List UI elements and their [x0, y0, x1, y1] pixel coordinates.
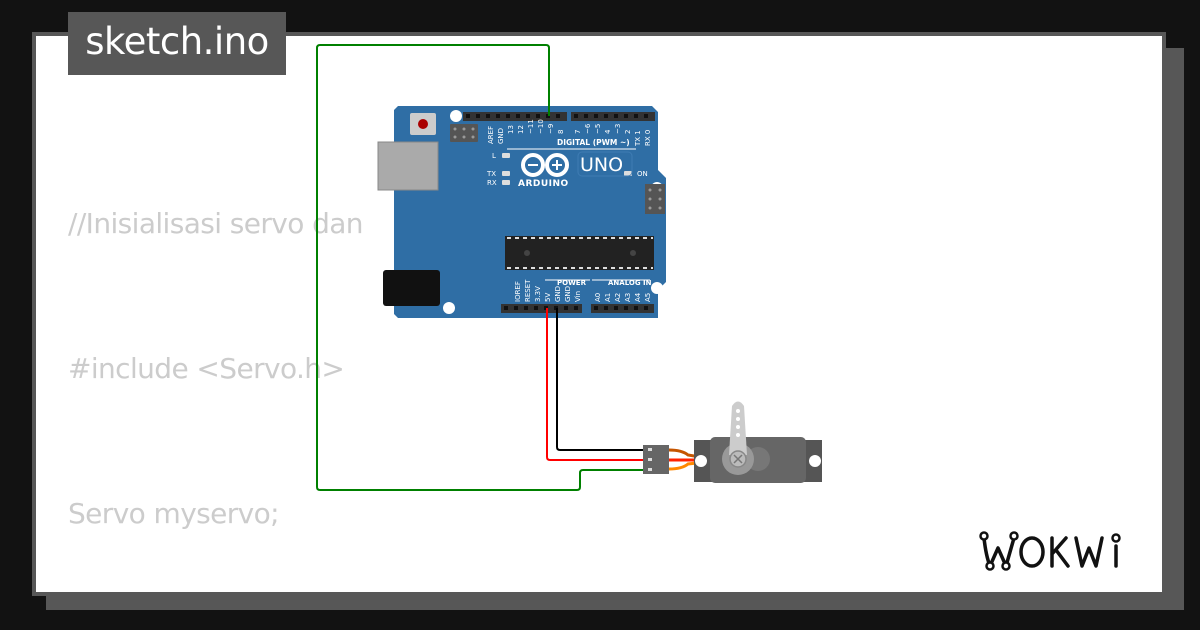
icsp-header-right	[645, 184, 665, 214]
file-name-tab[interactable]: sketch.ino	[68, 12, 286, 75]
digital-pin-labels: AREF GND 13 12 ~11 ~10 ~9 8 7 ~6 ~5 4 ~3…	[487, 119, 652, 147]
svg-text:~6: ~6	[584, 123, 592, 134]
arduino-infinity-logo	[521, 153, 569, 177]
svg-text:ON: ON	[637, 170, 648, 178]
power-jack	[383, 270, 440, 306]
arduino-uno-board[interactable]: AREF GND 13 12 ~11 ~10 ~9 8 7 ~6 ~5 4 ~3…	[377, 106, 666, 318]
power-header	[501, 304, 654, 313]
svg-text:A2: A2	[614, 293, 622, 302]
svg-text:2: 2	[624, 130, 632, 134]
code-listing: //Inisialisasi servo dan #include <Servo…	[68, 104, 748, 592]
usb-port	[377, 141, 439, 191]
svg-text:L: L	[492, 152, 496, 160]
code-line: #include <Servo.h>	[68, 352, 345, 385]
icsp-header	[450, 124, 478, 142]
svg-text:~3: ~3	[614, 124, 622, 134]
svg-text:~10: ~10	[537, 119, 545, 134]
svg-text:A0: A0	[594, 293, 602, 302]
svg-text:12: 12	[517, 125, 525, 134]
svg-text:IOREF: IOREF	[514, 281, 522, 302]
wire-ground[interactable]	[556, 308, 644, 451]
digital-header	[463, 112, 655, 121]
wokwi-logo[interactable]	[976, 526, 1152, 578]
svg-text:A5: A5	[644, 293, 652, 302]
power-label: POWER	[557, 279, 587, 287]
svg-text:AREF: AREF	[487, 126, 495, 144]
svg-text:RX: RX	[487, 179, 497, 187]
svg-text:GND: GND	[497, 128, 505, 144]
status-leds: L TX RX ON	[486, 152, 648, 187]
svg-text:7: 7	[574, 130, 582, 134]
wire-signal[interactable]	[316, 44, 644, 491]
svg-text:GND: GND	[554, 286, 562, 302]
svg-text:A1: A1	[604, 293, 612, 302]
svg-text:~9: ~9	[547, 124, 555, 134]
mounting-hole	[651, 282, 663, 294]
board-brand: ARDUINO	[518, 179, 569, 189]
svg-text:A3: A3	[624, 293, 632, 302]
svg-text:13: 13	[507, 125, 515, 134]
svg-text:RX 0: RX 0	[644, 130, 652, 146]
svg-text:GND: GND	[564, 286, 572, 302]
wire-power[interactable]	[546, 308, 644, 461]
svg-text:~11: ~11	[527, 119, 535, 134]
digital-label: DIGITAL (PWM ~)	[557, 138, 630, 147]
svg-text:A4: A4	[634, 292, 642, 302]
svg-text:Vin: Vin	[574, 291, 582, 302]
code-line: //Inisialisasi servo dan	[68, 207, 364, 241]
atmega-chip	[505, 236, 654, 270]
card-body: //Inisialisasi servo dan #include <Servo…	[36, 36, 1162, 592]
mounting-hole	[443, 302, 455, 314]
mounting-hole	[450, 110, 462, 122]
svg-text:8: 8	[557, 130, 565, 134]
svg-text:~5: ~5	[594, 124, 602, 134]
svg-text:5V: 5V	[544, 293, 552, 302]
power-pin-labels: IOREF RESET 3.3V 5V GND GND Vin A0 A1 A2…	[514, 279, 652, 302]
svg-text:RESET: RESET	[524, 279, 532, 302]
svg-text:TX: TX	[486, 170, 496, 178]
analog-label: ANALOG IN	[608, 279, 652, 287]
code-line: Servo myservo;	[68, 496, 280, 530]
svg-text:TX 1: TX 1	[634, 130, 642, 147]
svg-text:4: 4	[604, 129, 612, 134]
wokwi-logo-icon	[979, 531, 1121, 571]
servo-motor[interactable]	[643, 401, 822, 484]
svg-text:3.3V: 3.3V	[534, 286, 542, 302]
servo-connector	[643, 445, 669, 474]
reset-button[interactable]	[410, 113, 436, 135]
board-model: UNO	[580, 154, 623, 176]
